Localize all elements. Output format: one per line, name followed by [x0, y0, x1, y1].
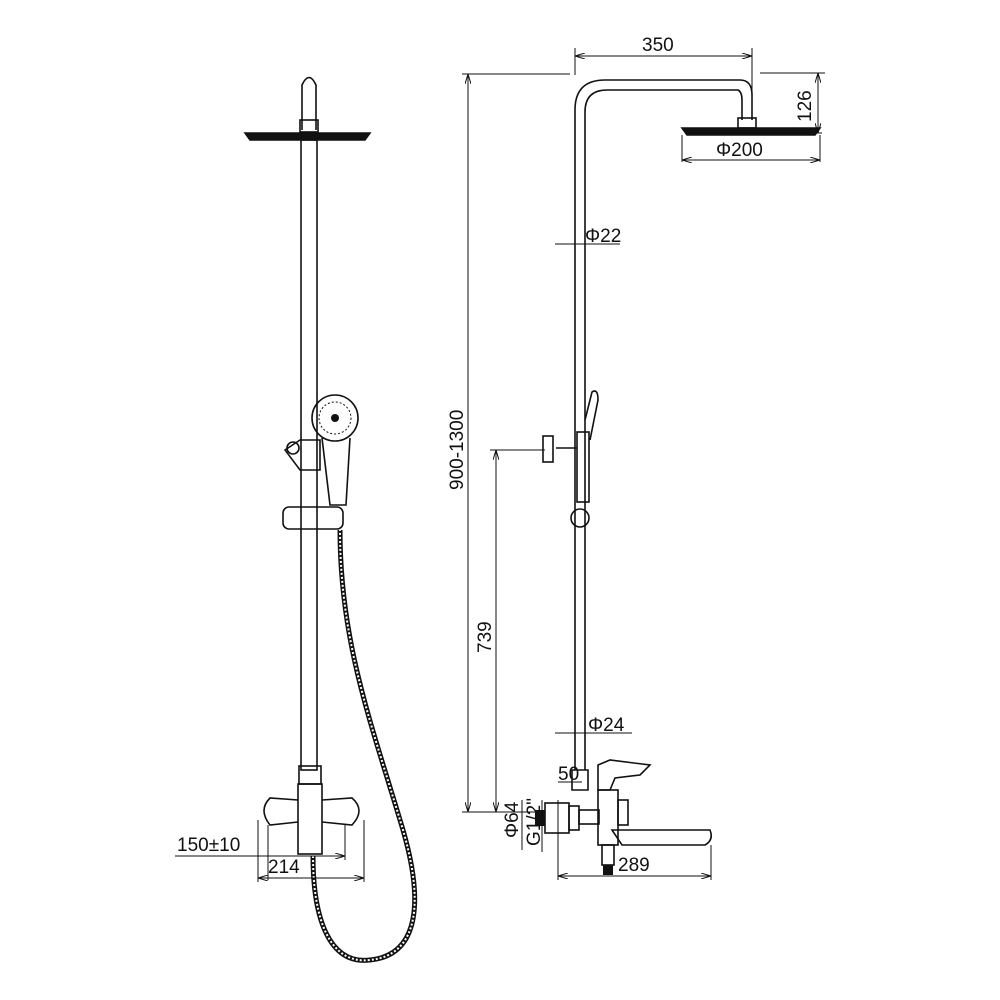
mixer-lever: [597, 759, 652, 791]
hand-shower-handle: [321, 437, 351, 506]
top-elbow: [301, 76, 317, 130]
mixer-body: [297, 783, 323, 855]
head-connector: [299, 119, 319, 133]
inlet-spacing-label: 150±10: [177, 835, 240, 856]
thread-label: G1/2": [524, 798, 545, 846]
inlet-arm: [578, 809, 600, 825]
left-arm: [263, 797, 299, 826]
spray-center: [331, 414, 339, 422]
shower-holder: [283, 439, 321, 471]
overhead-showerhead: [243, 132, 372, 141]
head-connector-side: [737, 117, 757, 129]
lower-pipe-diameter-label: Φ24: [588, 715, 625, 736]
slide-bracket: [282, 506, 344, 530]
head-diameter-label: Φ200: [716, 140, 763, 161]
upper-pipe-diameter-label: Φ22: [585, 226, 621, 247]
hand-shower-side: [584, 390, 599, 441]
hand-shower-head: [311, 394, 359, 442]
hose-outlet: [601, 844, 615, 866]
pole-outer: [574, 79, 753, 770]
wall-flange: [544, 802, 570, 834]
spray-nozzle-ring: [318, 401, 352, 435]
holder-knob: [286, 441, 300, 455]
right-arm: [321, 797, 360, 826]
hose-outlet-nut: [603, 865, 613, 875]
side-view: 350 126 Φ200 Φ22 900-1300 739 Φ24 50 Φ64…: [447, 35, 825, 880]
front-view: 150±10 214: [175, 76, 418, 963]
overhead-showerhead-side: [680, 127, 822, 136]
shower-hose: [310, 529, 418, 963]
mixer-body-side: [597, 789, 619, 846]
diverter-knob: [617, 799, 629, 826]
bath-spout: [610, 829, 712, 846]
holder-height-label: 739: [475, 621, 496, 653]
inlet-nut: [568, 805, 580, 831]
hose-texture: [312, 529, 416, 962]
mixer-width-label: 214: [268, 857, 300, 878]
holder-knob-side: [542, 435, 554, 463]
shower-pole: [300, 139, 318, 771]
total-height-label: 900-1300: [447, 410, 468, 490]
top-width-label: 350: [642, 35, 674, 56]
threaded-inlet: [535, 810, 545, 826]
flange-diameter-label: Φ64: [502, 801, 523, 838]
slider-side: [570, 508, 590, 528]
spout-length-label: 289: [618, 855, 650, 876]
mixer-offset-label: 50: [558, 764, 579, 785]
holder-side: [576, 431, 590, 503]
head-height-label: 126: [795, 90, 816, 122]
pole-base-connector: [571, 769, 589, 791]
pole-inner: [584, 89, 743, 770]
